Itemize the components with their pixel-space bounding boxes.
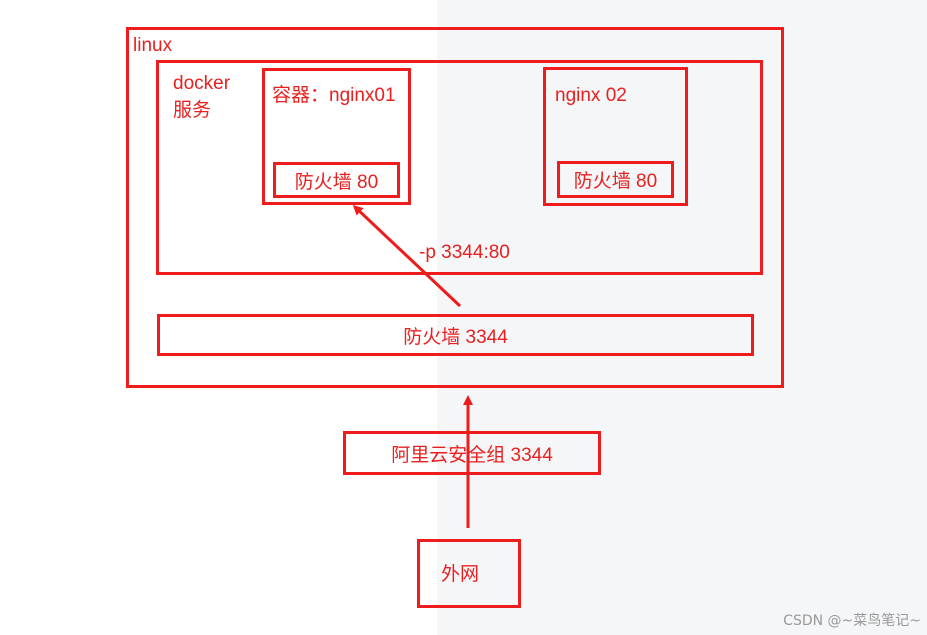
aliyun-security-group-label: 阿里云安全组 3344: [391, 444, 553, 466]
container-nginx01-label: 容器：nginx01: [272, 85, 396, 106]
port-mapping-label: -p 3344:80: [419, 242, 510, 263]
linux-firewall-label: 防火墙 3344: [403, 326, 508, 348]
container-nginx01-firewall-label: 防火墙 80: [294, 171, 379, 193]
linux-label: linux: [133, 35, 173, 56]
port-forward-arrow: [352, 204, 462, 308]
external-network-box: [417, 539, 521, 608]
aliyun-security-group-box: 阿里云安全组 3344: [343, 431, 601, 475]
container-nginx02-firewall-label: 防火墙 80: [573, 171, 658, 192]
docker-service-label: 服务: [173, 100, 212, 121]
external-network-label: 外网: [441, 564, 480, 585]
docker-service-box: [156, 60, 763, 275]
right-background-panel: [437, 0, 927, 635]
container-nginx01-firewall: 防火墙 80: [273, 162, 400, 198]
container-nginx02-box: [543, 67, 688, 206]
container-nginx01-box: [262, 68, 411, 205]
watermark: CSDN @~菜鸟笔记~: [783, 613, 921, 629]
linux-firewall-box: 防火墙 3344: [157, 314, 754, 356]
linux-box: [126, 27, 784, 388]
container-nginx02-firewall: 防火墙 80: [557, 161, 674, 198]
container-nginx02-label: nginx 02: [555, 85, 627, 106]
docker-label: docker: [173, 73, 231, 94]
